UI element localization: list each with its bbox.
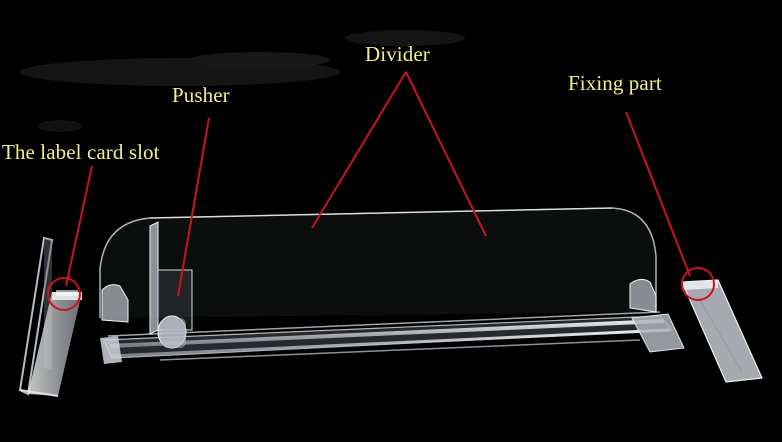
pusher-pointer-line [177,117,210,297]
pusher-part [149,221,193,349]
slot-highlight-circle [47,277,81,311]
divider-pointer-line-left [311,71,407,229]
divider-part [99,207,657,318]
redacted-smudge [20,30,465,132]
label-card-slot-part [18,236,82,397]
divider-pointer-line-right [405,71,487,237]
pointer-lines [47,71,715,311]
divider-clips [101,278,657,323]
pusher-label: Pusher [172,83,230,107]
divider-label: Divider [365,42,430,66]
fixing-pointer-line [625,111,691,277]
fixing-highlight-circle [681,267,715,301]
fixing-part [681,279,763,383]
base-rails [100,311,685,364]
fixing-part-label: Fixing part [568,71,662,95]
slot-pointer-line [65,165,93,287]
label-card-slot-label: The label card slot [2,140,160,164]
